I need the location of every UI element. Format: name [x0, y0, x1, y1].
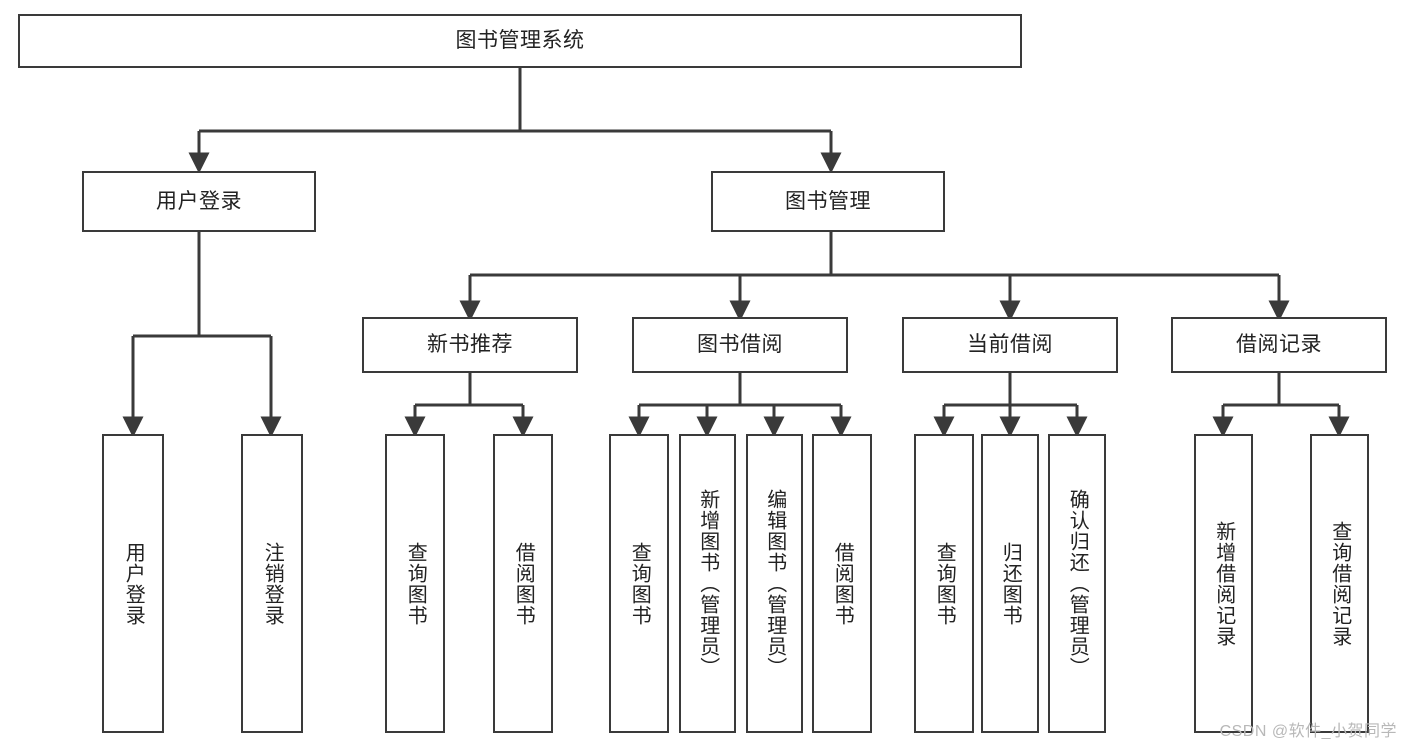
- node-book-management[interactable]: 图书管理: [711, 171, 945, 232]
- node-label: 当前借阅: [967, 333, 1053, 357]
- node-label: 借阅图书: [512, 541, 535, 626]
- leaf-confirm-return-admin[interactable]: 确认归还（管理员）: [1048, 434, 1106, 733]
- leaf-user-login[interactable]: 用户登录: [102, 434, 164, 733]
- leaf-logout[interactable]: 注销登录: [241, 434, 303, 733]
- node-label: 查询图书: [628, 541, 651, 626]
- node-book-borrow[interactable]: 图书借阅: [632, 317, 848, 373]
- leaf-query-book-borrow[interactable]: 查询图书: [609, 434, 669, 733]
- node-label: 新书推荐: [427, 333, 513, 357]
- node-label: 借阅图书: [831, 541, 854, 626]
- node-label: 图书借阅: [697, 333, 783, 357]
- node-label: 图书管理: [785, 189, 871, 213]
- node-borrow-record[interactable]: 借阅记录: [1171, 317, 1387, 373]
- leaf-query-book-recommend[interactable]: 查询图书: [385, 434, 445, 733]
- node-label: 查询借阅记录: [1328, 520, 1351, 647]
- node-label: 查询图书: [404, 541, 427, 626]
- node-label: 新增借阅记录: [1212, 520, 1235, 647]
- leaf-borrow-book-recommend[interactable]: 借阅图书: [493, 434, 553, 733]
- node-label: 图书管理系统: [455, 29, 585, 53]
- node-user-login[interactable]: 用户登录: [82, 171, 316, 232]
- node-label: 新增图书（管理员）: [696, 489, 719, 678]
- node-label: 确认归还（管理员）: [1066, 489, 1089, 678]
- node-label: 用户登录: [156, 189, 242, 213]
- node-label: 借阅记录: [1236, 333, 1322, 357]
- leaf-borrow-book[interactable]: 借阅图书: [812, 434, 872, 733]
- node-label: 注销登录: [261, 541, 284, 626]
- node-current-borrow[interactable]: 当前借阅: [902, 317, 1118, 373]
- node-label: 归还图书: [999, 541, 1022, 626]
- node-label: 用户登录: [122, 541, 145, 626]
- leaf-add-borrow-record[interactable]: 新增借阅记录: [1194, 434, 1253, 733]
- node-new-book-recommend[interactable]: 新书推荐: [362, 317, 578, 373]
- leaf-add-book-admin[interactable]: 新增图书（管理员）: [679, 434, 736, 733]
- leaf-query-book-current[interactable]: 查询图书: [914, 434, 974, 733]
- node-root-system[interactable]: 图书管理系统: [18, 14, 1022, 68]
- leaf-return-book[interactable]: 归还图书: [981, 434, 1039, 733]
- node-label: 查询图书: [933, 541, 956, 626]
- leaf-query-borrow-record[interactable]: 查询借阅记录: [1310, 434, 1369, 733]
- leaf-edit-book-admin[interactable]: 编辑图书（管理员）: [746, 434, 803, 733]
- csdn-watermark: CSDN @软件_小贺同学: [1219, 723, 1397, 740]
- node-label: 编辑图书（管理员）: [763, 489, 786, 678]
